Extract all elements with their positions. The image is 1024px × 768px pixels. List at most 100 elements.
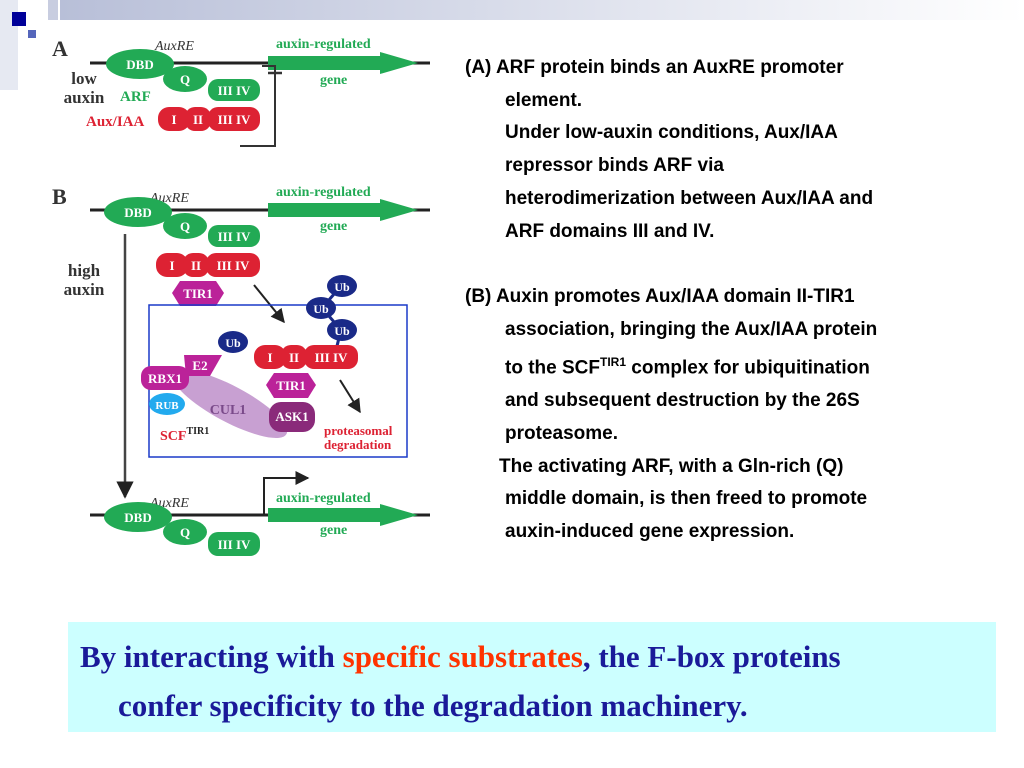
ii-domain-complex (281, 345, 307, 369)
activation-arrow (263, 471, 310, 514)
ub-3 (327, 319, 357, 341)
gene-arrow (268, 52, 418, 74)
cul1-scaffold (172, 370, 288, 438)
condition-b-line2: auxin (64, 280, 105, 299)
condition-label-line2: auxin (64, 88, 105, 107)
gene-label-line1: auxin-regulated (276, 37, 371, 52)
summary-line1: By interacting with specific substrates,… (80, 632, 980, 681)
i-label-complex: I (267, 350, 272, 365)
header-bar (60, 0, 1024, 20)
ub-label-3: Ub (334, 324, 350, 338)
iii-iv-label-red: III IV (218, 112, 251, 127)
rub-label: RUB (155, 400, 179, 412)
ask1-domain (269, 402, 315, 432)
rbx1-domain (141, 366, 189, 390)
ub-e2 (218, 331, 248, 353)
panel-b-letter: B (52, 184, 67, 209)
b-line5: proteasome. (505, 423, 618, 445)
condition-label-line1: low (71, 69, 97, 88)
gene-arrow-b (268, 199, 418, 221)
ub-label-2: Ub (313, 302, 329, 316)
tir1-label-upper: TIR1 (183, 286, 213, 301)
explanation-text: (A) ARF protein binds an AuxRE promoter … (465, 52, 1010, 549)
q-domain-c (163, 519, 207, 545)
dbd-domain-b (104, 197, 172, 227)
iii-iv-label-red-b: III IV (217, 258, 250, 273)
ub-2 (306, 297, 336, 319)
iii-iv-domain-c (208, 532, 260, 556)
iii-iv-label-complex: III IV (315, 350, 348, 365)
ub-e2-label: Ub (225, 336, 241, 350)
a-line2: element. (505, 89, 583, 111)
tir1-hexagon-lower (266, 373, 316, 398)
a-line1: (A) ARF protein binds an AuxRE promoter (465, 57, 844, 78)
gene-label-line2: gene (320, 73, 347, 88)
ii-label-complex: II (289, 350, 299, 365)
dbd-label-b: DBD (124, 205, 151, 220)
panel-a-letter: A (52, 36, 68, 61)
q-label-b: Q (180, 219, 190, 234)
q-domain (163, 66, 207, 92)
iii-iv-domain-red-b (206, 253, 260, 277)
ii-domain-b (183, 253, 209, 277)
summary-text: By interacting with specific substrates,… (80, 632, 980, 730)
proteasomal-line1: proteasomal (324, 423, 393, 438)
degradation-arrow (339, 379, 361, 414)
scf-sup: TIR1 (186, 426, 209, 437)
gene-label-b-line1: auxin-regulated (276, 185, 371, 200)
dbd-label: DBD (126, 57, 153, 72)
summary-highlight: specific substrates (342, 639, 583, 674)
iii-iv-label-green: III IV (218, 83, 251, 98)
iii-iv-domain-green (208, 79, 260, 101)
b-line3-post: complex for ubiquitination (626, 357, 870, 379)
c-line2: middle domain, is then freed to promote (505, 488, 868, 510)
tir1-label-lower: TIR1 (276, 378, 306, 393)
rub-domain (149, 393, 185, 415)
iii-iv-domain-complex (304, 345, 358, 369)
iii-iv-label-c: III IV (218, 537, 251, 552)
a-line5: heterodimerization between Aux/IAA and (505, 187, 874, 209)
iii-iv-domain-red (208, 107, 260, 131)
condition-b-line1: high (68, 261, 101, 280)
proteasomal-line2: degradation (324, 437, 392, 452)
recruit-arrow (253, 284, 285, 324)
b-line1: (B) Auxin promotes Aux/IAA domain II-TIR… (465, 285, 855, 307)
dbd-domain (106, 49, 174, 79)
a-line4: repressor binds ARF via (505, 155, 724, 177)
c-line3: auxin-induced gene expression. (505, 521, 795, 543)
summary-line2: confer specificity to the degradation ma… (118, 688, 748, 723)
scf-label: SCFTIR1 (160, 426, 209, 444)
aux-iaa-label: Aux/IAA (86, 114, 145, 130)
q-domain-b (163, 213, 207, 239)
ii-label-b: II (191, 258, 201, 273)
bullet-square-small (28, 30, 36, 38)
summary-post: , the F-box proteins (582, 639, 841, 674)
a-line3: Under low-auxin conditions, Aux/IAA (505, 122, 838, 144)
iii-iv-label-green-b: III IV (218, 229, 251, 244)
e2-domain (184, 355, 222, 376)
a-line6: ARF domains III and IV. (505, 220, 715, 242)
panel-b: B AuxRE auxin-regulated gene DBD Q III I… (52, 184, 430, 499)
b-line2: association, bringing the Aux/IAA protei… (505, 318, 878, 340)
ub-label-1: Ub (334, 280, 350, 294)
rbx1-label: RBX1 (148, 371, 182, 386)
i-label-b: I (169, 258, 174, 273)
dbd-label-c: DBD (124, 510, 151, 525)
q-label-c: Q (180, 525, 190, 540)
bullet-square (12, 12, 26, 26)
auxin-signaling-diagram: A AuxRE auxin-regulated gene DBD Q III I… (40, 22, 440, 562)
gene-label-c-line1: auxin-regulated (276, 491, 371, 506)
c-line1: The activating ARF, with a Gln-rich (Q) (499, 455, 844, 477)
gene-label-c-line2: gene (320, 523, 347, 538)
repression-line (240, 65, 276, 147)
auxre-label: AuxRE (154, 39, 194, 54)
i-domain-complex (254, 345, 286, 369)
panel-c: AuxRE auxin-regulated gene DBD Q III IV (90, 471, 430, 556)
q-label: Q (180, 72, 190, 87)
i-domain (158, 107, 190, 131)
i-domain-b (156, 253, 188, 277)
arf-label: ARF (120, 89, 151, 105)
panel-a: A AuxRE auxin-regulated gene DBD Q III I… (52, 36, 430, 147)
ask1-label: ASK1 (275, 409, 308, 424)
gene-label-b-line2: gene (320, 219, 347, 234)
